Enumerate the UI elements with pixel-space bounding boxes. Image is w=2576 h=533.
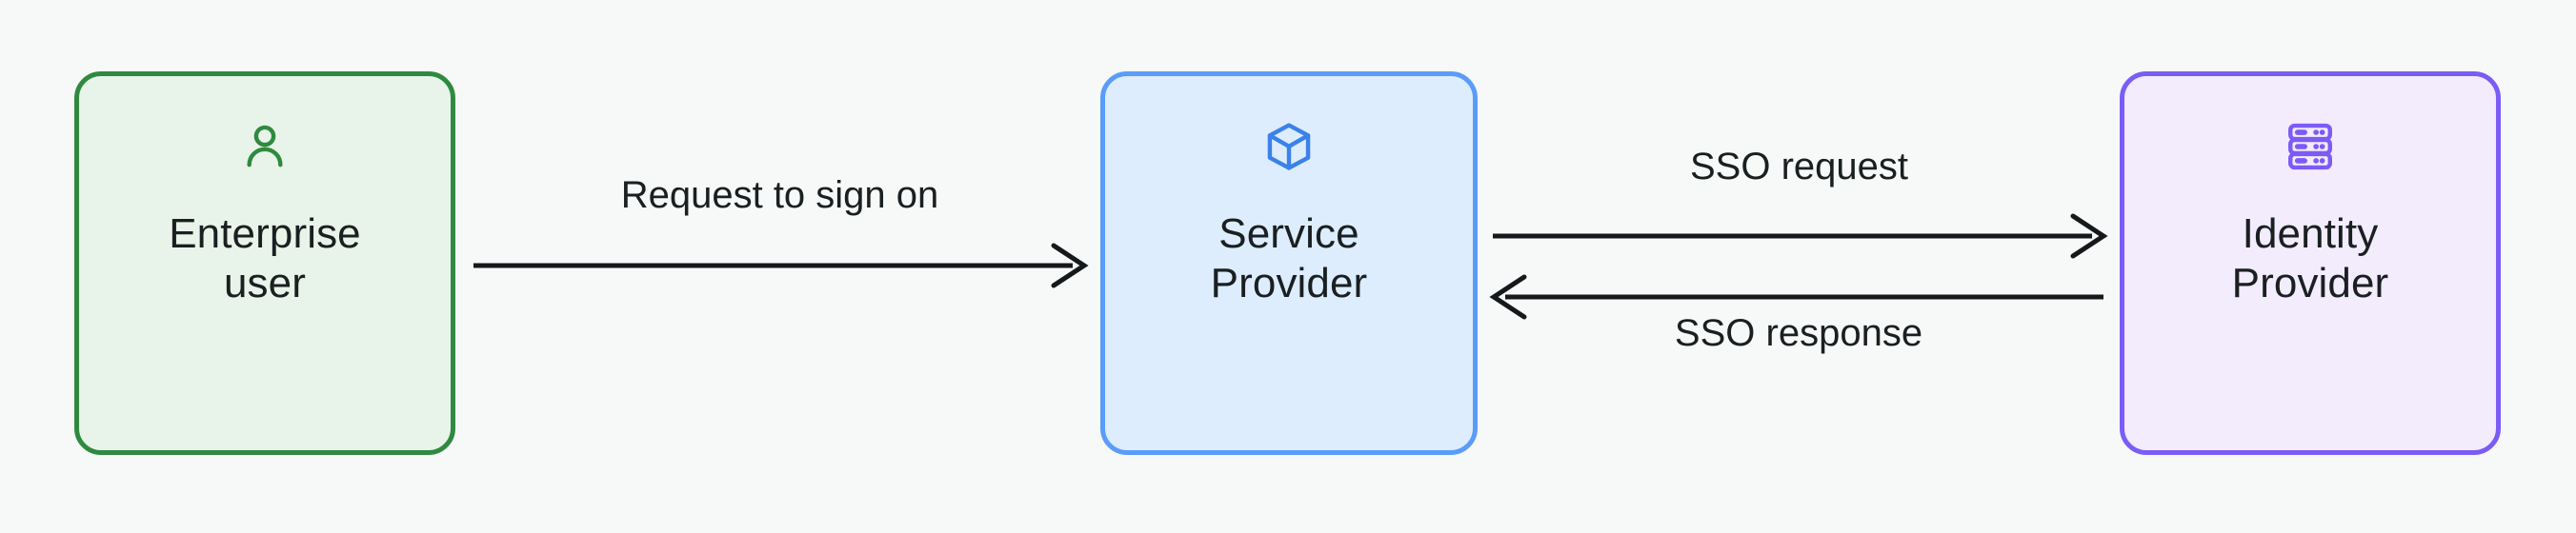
node-label-identity-provider: Identity Provider bbox=[2231, 210, 2389, 306]
node-service-provider[interactable]: Service Provider bbox=[1100, 71, 1478, 455]
edge-request-to-sign-on bbox=[473, 243, 1089, 288]
edge-sso-request bbox=[1493, 213, 2108, 259]
node-identity-provider[interactable]: Identity Provider bbox=[2120, 71, 2501, 455]
edge-label-sso-response: SSO response bbox=[1674, 312, 1923, 354]
person-icon bbox=[238, 120, 292, 173]
edge-label-sso-request: SSO request bbox=[1689, 146, 1908, 188]
edge-label-request-to-sign-on: Request to sign on bbox=[620, 174, 939, 216]
node-label-enterprise-user: Enterprise user bbox=[169, 210, 361, 306]
node-label-service-provider: Service Provider bbox=[1210, 210, 1368, 306]
node-enterprise-user[interactable]: Enterprise user bbox=[74, 71, 455, 455]
cube-icon bbox=[1262, 120, 1316, 173]
server-rack-icon bbox=[2284, 120, 2337, 173]
